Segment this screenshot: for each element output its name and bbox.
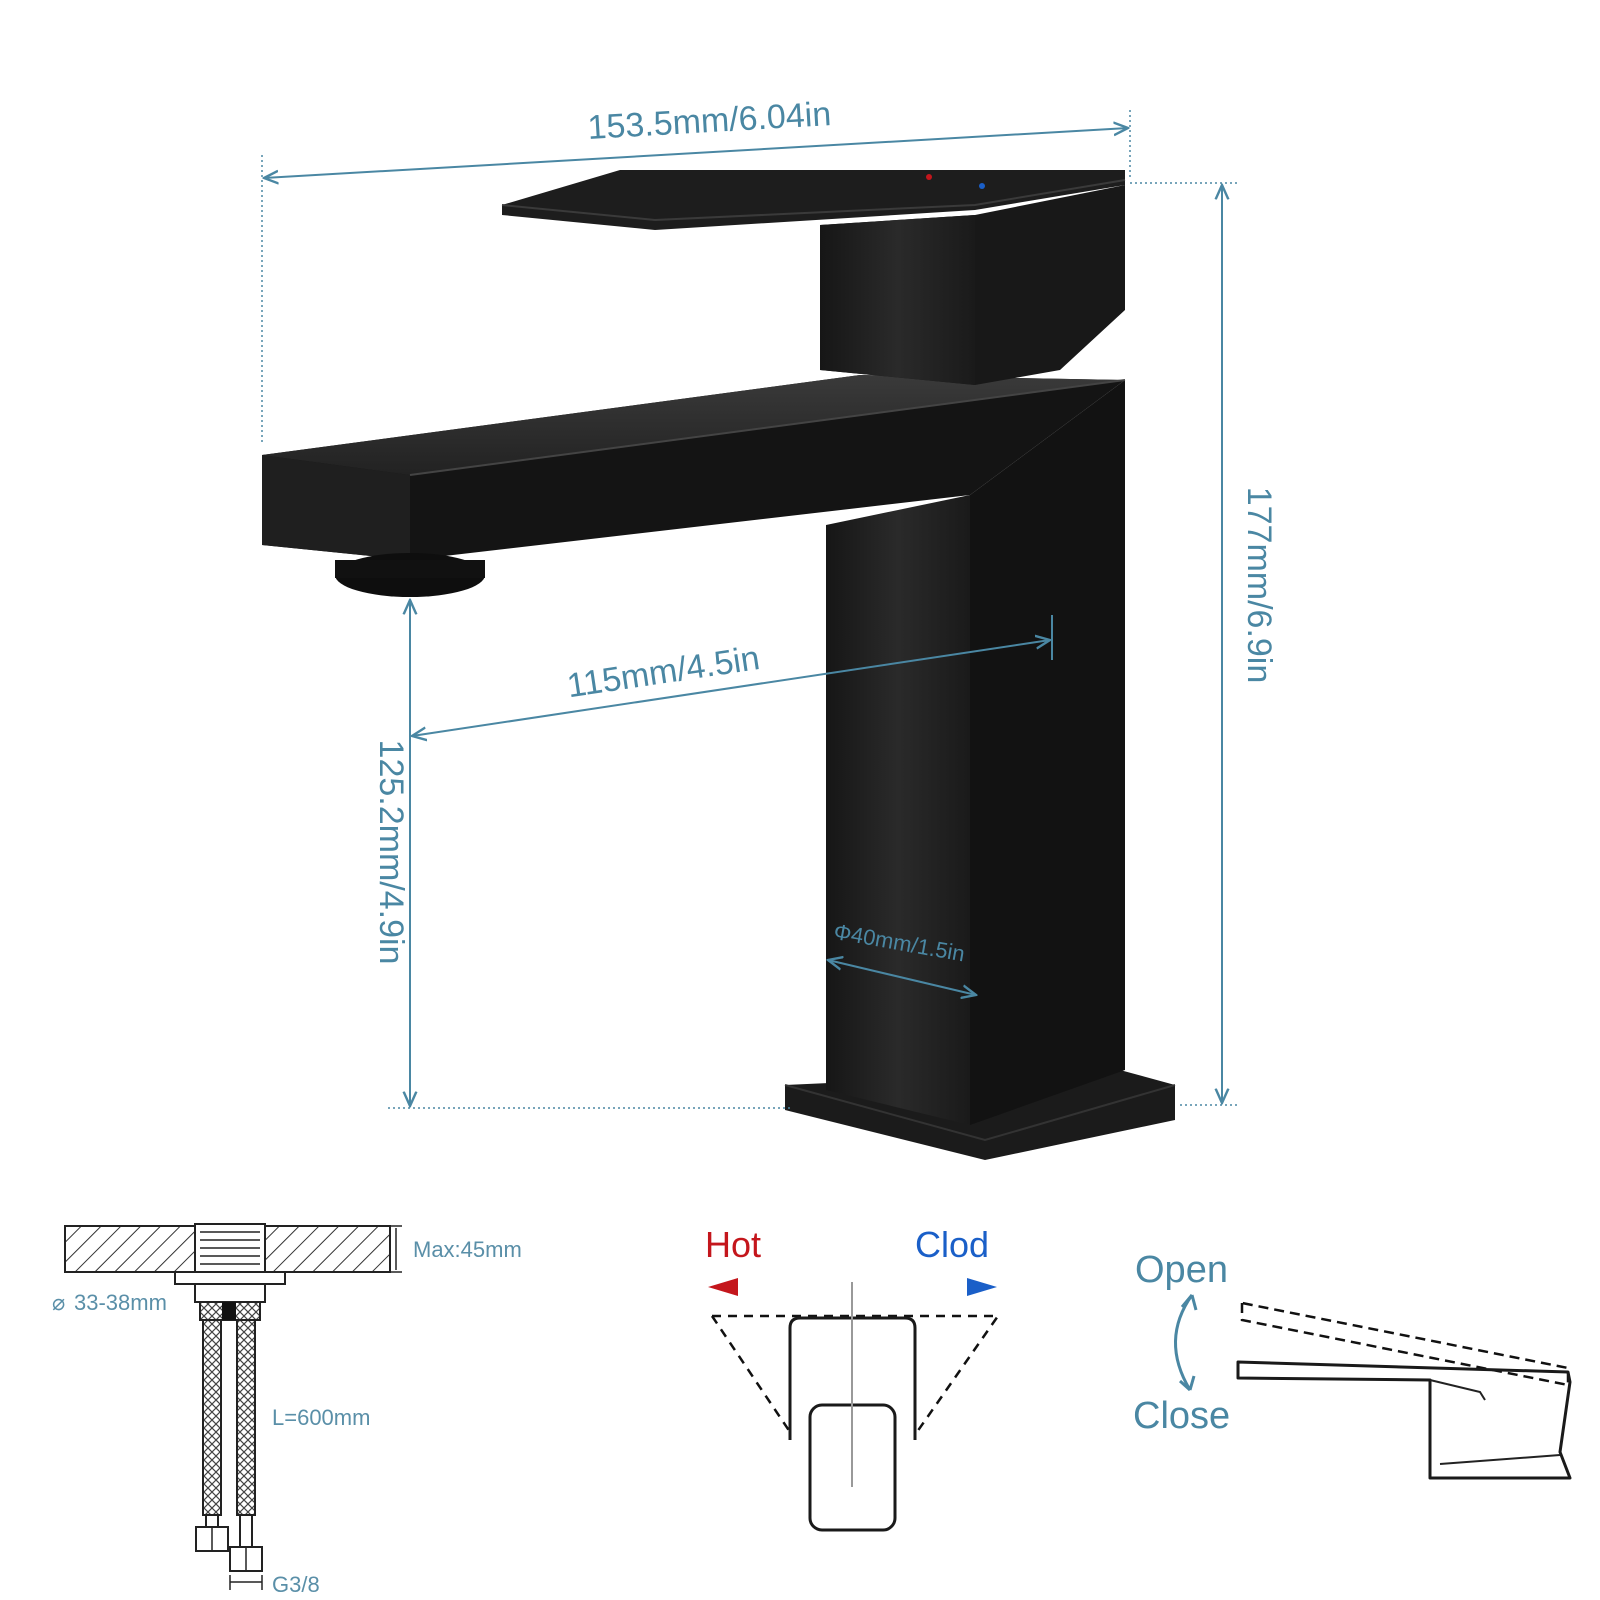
hot-arrow-icon	[708, 1278, 738, 1296]
temperature-diagram: Hot Clod	[705, 1224, 1001, 1532]
spout-height-label: 125.2mm/4.9in	[372, 740, 410, 965]
dimension-height: 177mm/6.9in	[1130, 182, 1278, 1106]
width-label: 153.5mm/6.04in	[587, 95, 833, 147]
operation-diagram: Open Close	[1133, 1249, 1572, 1480]
open-label: Open	[1135, 1249, 1228, 1291]
close-label: Close	[1133, 1395, 1230, 1437]
connector-label: G3/8	[272, 1572, 320, 1597]
cold-arrow-icon	[967, 1278, 997, 1296]
hot-indicator-dot	[926, 174, 932, 180]
hose-left	[202, 1319, 222, 1516]
lever-open-outline	[1240, 1301, 1570, 1387]
faucet-image	[262, 170, 1176, 1160]
handle-lever	[502, 170, 1125, 230]
hole-diameter-label: 33-38mm	[74, 1290, 167, 1315]
max-thickness-label: Max:45mm	[413, 1237, 522, 1262]
cold-label: Clod	[915, 1224, 989, 1265]
diameter-symbol: ⌀	[52, 1290, 65, 1315]
installation-diagram: Max:45mm ⌀ 33-38mm L=600mm G3/8	[52, 1223, 522, 1597]
hose-length-label: L=600mm	[272, 1405, 370, 1430]
faucet-body	[826, 495, 970, 1125]
height-label: 177mm/6.9in	[1240, 487, 1278, 684]
hot-label: Hot	[705, 1224, 761, 1265]
hose-right	[236, 1319, 256, 1516]
faucet-spout	[262, 375, 1125, 560]
dimension-spout-height: 125.2mm/4.9in	[372, 600, 790, 1109]
lever-closed-outline	[1236, 1360, 1572, 1480]
spout-reach-label: 115mm/4.5in	[565, 639, 763, 705]
curved-arrow-icon	[1174, 1294, 1194, 1391]
cold-indicator-dot	[979, 183, 985, 189]
